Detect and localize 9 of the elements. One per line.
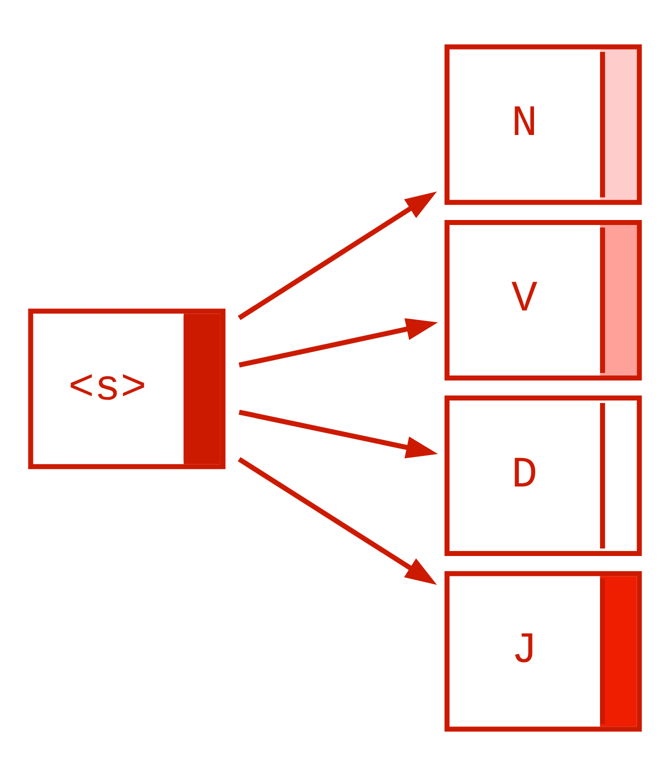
node-box: D xyxy=(444,395,642,556)
arrow xyxy=(238,318,438,368)
node-box: <s> xyxy=(28,308,226,469)
node-box: J xyxy=(444,570,642,732)
arrow xyxy=(238,409,438,458)
arrow xyxy=(238,191,437,320)
arrow xyxy=(238,456,437,584)
node-box: V xyxy=(444,219,642,380)
node-box: N xyxy=(444,44,642,204)
